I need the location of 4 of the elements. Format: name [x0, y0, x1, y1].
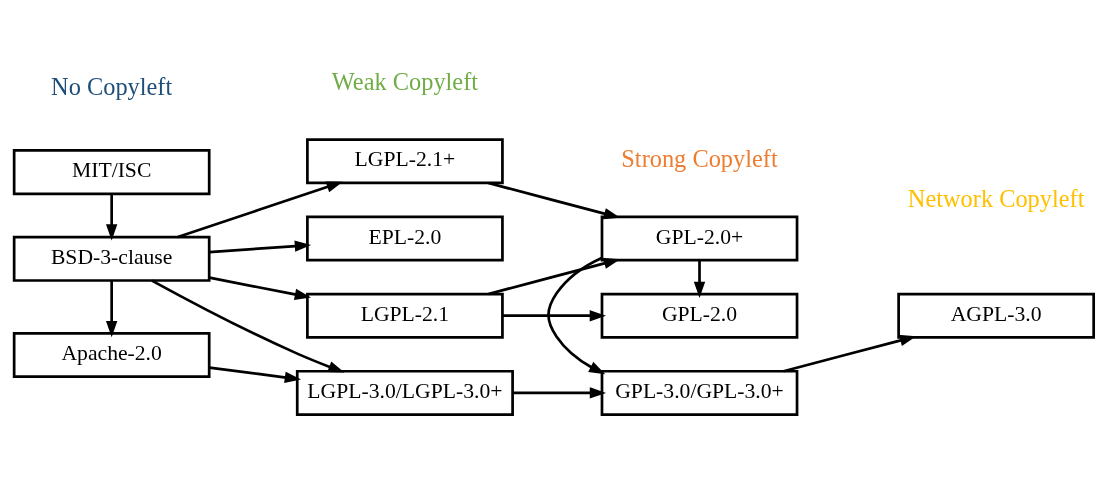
label: No Copyleft: [51, 73, 173, 101]
label: Strong Copyleft: [621, 145, 778, 173]
label: Weak Copyleft: [331, 68, 479, 96]
label: Network Copyleft: [907, 184, 1085, 212]
